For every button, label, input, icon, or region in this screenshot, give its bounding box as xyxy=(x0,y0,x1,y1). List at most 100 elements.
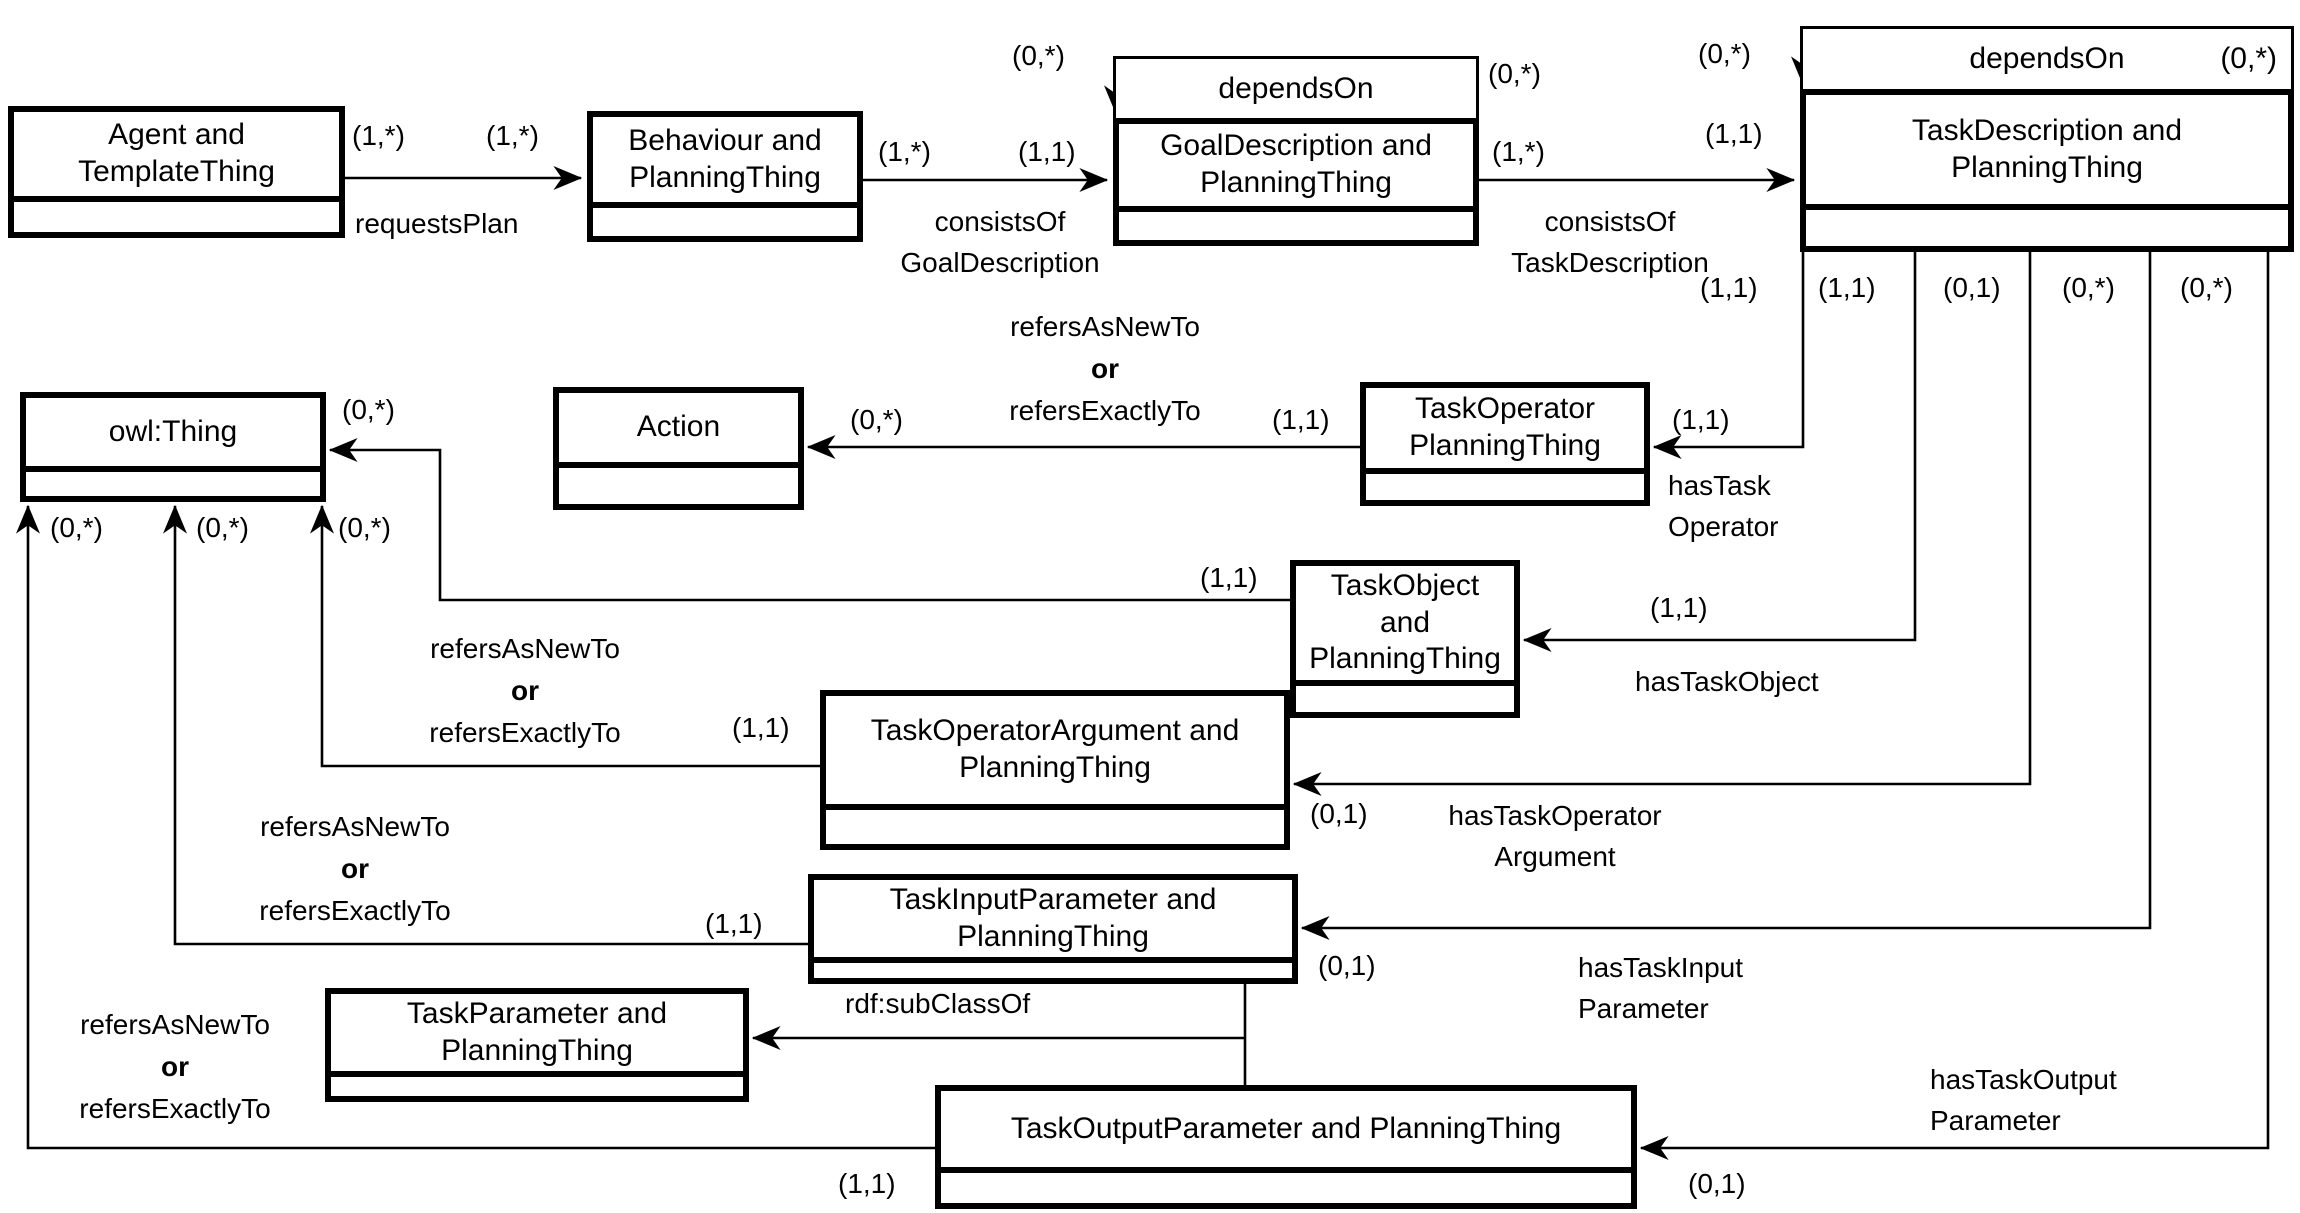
label-consists-of-goal-description: consistsOf GoalDescription xyxy=(900,206,1100,278)
class-taskoutputparameter-attributes xyxy=(941,1167,1631,1203)
label-consists-of-task-description: consistsOf TaskDescription xyxy=(1511,206,1709,278)
mult-requests-plan-agent: (1,*) xyxy=(352,120,405,151)
class-taskobject-label: TaskObject and PlanningThing xyxy=(1309,569,1501,676)
mult-consists-goal-behaviour: (1,*) xyxy=(878,136,931,167)
class-taskinputparameter-label: TaskInputParameter and PlanningThing xyxy=(889,883,1217,953)
class-action: Action xyxy=(553,387,804,510)
mult-refers-owl-bottom1: (0,*) xyxy=(50,512,103,543)
class-action-label: Action xyxy=(636,410,721,444)
mult-refers-task-output-parameter-end: (1,1) xyxy=(838,1168,896,1199)
class-taskoperatorargument-attributes xyxy=(826,804,1284,844)
mult-refers-task-operator-argument-end: (1,1) xyxy=(732,712,790,743)
refers-line2: or xyxy=(341,853,369,884)
refers-line1: refersAsNewTo xyxy=(80,1009,270,1040)
edge-has-task-operator xyxy=(1652,252,1805,459)
class-agent-label: Agent and TemplateThing xyxy=(78,118,275,188)
label-has-task-output-parameter: hasTaskOutput Parameter xyxy=(1930,1064,2117,1136)
edge-refers-task-operator-argument-owl xyxy=(310,504,820,768)
refers-line2: or xyxy=(1091,353,1119,384)
refers-line2: or xyxy=(511,675,539,706)
mult-depends-on-task-right: (0,*) xyxy=(2220,42,2277,75)
class-goaldescription-and-planningthing: GoalDescription and PlanningThing xyxy=(1113,118,1479,246)
mult-consists-goal-goal: (1,1) xyxy=(1018,136,1076,167)
mult-consists-task-task: (1,1) xyxy=(1705,118,1763,149)
mult-refers-task-object-end: (1,1) xyxy=(1200,562,1258,593)
label-has-task-operator-argument: hasTaskOperator Argument xyxy=(1448,800,1662,872)
mult-has-task-output-parameter-end: (0,1) xyxy=(1688,1168,1746,1199)
mult-task-v5: (0,*) xyxy=(2180,272,2233,303)
class-taskoutputparameter-label: TaskOutputParameter and PlanningThing xyxy=(1010,1111,1562,1145)
label-refers-task-output-parameter: refersAsNewTo or refersExactlyTo xyxy=(35,1004,315,1130)
label-rdf-subclassof: rdf:subClassOf xyxy=(845,988,1031,1019)
label-refers-task-operator-argument: refersAsNewTo or refersExactlyTo xyxy=(380,628,670,754)
class-taskoperator-label: TaskOperator PlanningThing xyxy=(1409,392,1601,462)
class-taskoutputparameter-and-planningthing: TaskOutputParameter and PlanningThing xyxy=(935,1085,1637,1209)
class-taskoperator-attributes xyxy=(1366,468,1644,500)
depends-on-goal-label: dependsOn xyxy=(1218,71,1374,105)
mult-consists-task-goal: (1,*) xyxy=(1492,136,1545,167)
class-action-attributes xyxy=(559,462,798,504)
class-taskoperatorargument-and-planningthing: TaskOperatorArgument and PlanningThing xyxy=(820,690,1290,850)
class-taskdescription-label: TaskDescription and PlanningThing xyxy=(1911,113,2183,184)
class-taskparameter-attributes xyxy=(331,1071,743,1096)
mult-depends-on-task-left: (0,*) xyxy=(1698,38,1751,69)
class-taskinputparameter-attributes xyxy=(814,957,1292,978)
mult-task-v4: (0,*) xyxy=(2062,272,2115,303)
class-owl-thing-label: owl:Thing xyxy=(108,414,238,448)
mult-refers-task-input-parameter-end: (1,1) xyxy=(705,908,763,939)
class-taskobject-and-planningthing: TaskObject and PlanningThing xyxy=(1290,560,1520,718)
edge-refers-task-object-owl xyxy=(328,438,1290,602)
refers-line1: refersAsNewTo xyxy=(260,811,450,842)
class-taskobject-attributes xyxy=(1296,679,1514,712)
class-behaviour-and-planningthing: Behaviour and PlanningThing xyxy=(587,111,863,242)
refers-line3: refersExactlyTo xyxy=(429,717,621,748)
label-requests-plan: requestsPlan xyxy=(355,208,519,239)
mult-refers-owl-bottom3: (0,*) xyxy=(338,512,391,543)
label-has-task-operator: hasTask Operator xyxy=(1668,470,1779,542)
label-has-task-object: hasTaskObject xyxy=(1635,666,1819,697)
class-taskinputparameter-and-planningthing: TaskInputParameter and PlanningThing xyxy=(808,874,1298,984)
mult-task-v2: (1,1) xyxy=(1818,272,1876,303)
mult-refers-action-end: (0,*) xyxy=(850,404,903,435)
class-taskdescription-and-planningthing: TaskDescription and PlanningThing xyxy=(1800,89,2294,252)
mult-refers-owl-right: (0,*) xyxy=(342,394,395,425)
mult-refers-task-operator-end: (1,1) xyxy=(1272,404,1330,435)
class-owl-thing: owl:Thing xyxy=(20,392,326,502)
mult-depends-on-goal-right: (0,*) xyxy=(1488,58,1541,89)
edge-refers-task-input-parameter-owl xyxy=(163,504,808,946)
label-has-task-input-parameter: hasTaskInput Parameter xyxy=(1578,952,1743,1024)
refers-line3: refersExactlyTo xyxy=(79,1093,271,1124)
mult-has-task-operator-end: (1,1) xyxy=(1672,404,1730,435)
depends-on-box-goal: dependsOn xyxy=(1113,56,1479,121)
mult-task-v3: (0,1) xyxy=(1943,272,2001,303)
class-taskparameter-and-planningthing: TaskParameter and PlanningThing xyxy=(325,988,749,1102)
edge-has-task-output-parameter xyxy=(1639,252,2270,1160)
class-goaldescription-attributes xyxy=(1119,206,1473,240)
label-refers-task-input-parameter: refersAsNewTo or refersExactlyTo xyxy=(205,806,505,932)
edge-has-task-input-parameter xyxy=(1300,252,2152,940)
class-taskparameter-label: TaskParameter and PlanningThing xyxy=(406,997,668,1067)
class-goaldescription-label: GoalDescription and PlanningThing xyxy=(1160,129,1432,199)
class-agent-attributes xyxy=(14,196,339,232)
mult-depends-on-goal-left: (0,*) xyxy=(1012,40,1065,71)
class-taskoperatorargument-label: TaskOperatorArgument and PlanningThing xyxy=(870,714,1240,784)
class-behaviour-attributes xyxy=(593,202,857,236)
mult-refers-owl-bottom2: (0,*) xyxy=(196,512,249,543)
class-agent-and-templatething: Agent and TemplateThing xyxy=(8,106,345,238)
mult-has-task-operator-argument-end: (0,1) xyxy=(1310,798,1368,829)
edge-has-task-object xyxy=(1522,252,1917,652)
edge-refers-task-output-parameter-owl xyxy=(15,504,935,1150)
depends-on-task-label: dependsOn xyxy=(1969,42,2125,75)
refers-line3: refersExactlyTo xyxy=(259,895,451,926)
refers-line2: or xyxy=(161,1051,189,1082)
refers-line1: refersAsNewTo xyxy=(430,633,620,664)
label-refers-action: refersAsNewTo or refersExactlyTo xyxy=(955,306,1255,432)
depends-on-box-task: dependsOn (0,*) xyxy=(1800,26,2294,92)
mult-requests-plan-behaviour: (1,*) xyxy=(486,120,539,151)
class-taskdescription-attributes xyxy=(1806,204,2288,246)
edge-has-task-operator-argument xyxy=(1292,252,2032,796)
refers-line1: refersAsNewTo xyxy=(1010,311,1200,342)
class-behaviour-label: Behaviour and PlanningThing xyxy=(628,123,822,194)
refers-line3: refersExactlyTo xyxy=(1009,395,1201,426)
